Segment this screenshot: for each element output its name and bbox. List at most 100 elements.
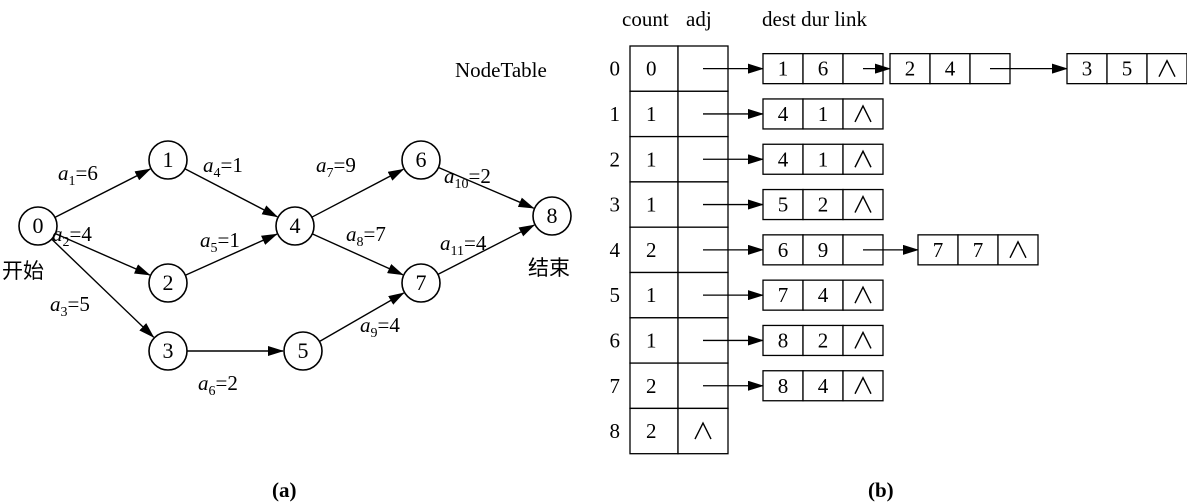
edge-node-field: [762, 143, 804, 175]
end-label: 结束: [528, 256, 570, 280]
header-count: count: [622, 7, 669, 31]
edge-dest: 2: [905, 57, 916, 81]
caption-b: (b): [868, 478, 894, 502]
edge-dur: 2: [818, 193, 829, 217]
edge-label-5-7: a9=4: [360, 313, 400, 341]
edge-label-7-8: a11=4: [440, 231, 487, 259]
edge-node-field: [762, 324, 804, 357]
edge-node-field: [1106, 53, 1148, 85]
edge-node-field: [929, 53, 971, 85]
edge-dest: 3: [1082, 57, 1093, 81]
null-symbol: [854, 104, 872, 123]
edge-node-field: [802, 143, 844, 175]
graph-node-2: 2: [148, 263, 188, 303]
graph-node-label: 1: [163, 147, 174, 172]
edge-dur: 1: [818, 147, 829, 171]
graph-node-8: 8: [532, 196, 572, 236]
edge-0-3: [51, 238, 155, 338]
edge-node-field: [842, 279, 884, 311]
count-value: 1: [646, 102, 657, 126]
graph-nodes: 0 1 2 3 4 5 6 7 8: [18, 140, 572, 371]
edge-node-field: [889, 53, 931, 85]
count-cell: [629, 271, 679, 319]
graph-node-label: 2: [163, 270, 174, 295]
row-index: 0: [610, 57, 621, 81]
edge-node-field: [917, 234, 959, 266]
count-value: 0: [646, 57, 657, 81]
row-index: 7: [610, 374, 621, 398]
null-symbol: [854, 194, 872, 213]
count-cell: [629, 407, 679, 455]
null-symbol: [1158, 59, 1176, 77]
start-label: 开始: [2, 259, 44, 283]
graph-node-4: 4: [275, 206, 315, 246]
row-index: 5: [610, 283, 621, 307]
null-symbol: [854, 330, 872, 349]
count-value: 2: [646, 238, 657, 262]
graph-node-label: 7: [416, 270, 427, 295]
graph-node-label: 0: [33, 213, 44, 238]
edge-label-0-3: a3=5: [50, 292, 90, 320]
edge-dest: 4: [778, 147, 789, 171]
edge-dur: 2: [818, 328, 829, 352]
header-adj: adj: [686, 7, 712, 31]
graph-node-label: 3: [163, 338, 174, 363]
edge-node-field: [802, 370, 844, 402]
null-symbol: [854, 285, 872, 304]
null-symbol: [854, 376, 872, 395]
edge-label-0-2: a2=4: [52, 222, 92, 250]
edge-dur: 5: [1122, 57, 1133, 81]
edge-label-1-4: a4=1: [203, 153, 243, 181]
adj-cell: [677, 407, 729, 455]
edge-dur: 4: [945, 57, 956, 81]
edge-label-2-4: a5=1: [200, 228, 240, 256]
edge-dest: 5: [778, 193, 789, 217]
graph-edge-labels: a1=6a2=4a3=5a4=1a5=1a6=2a7=9a8=7a9=4a10=…: [50, 153, 491, 399]
graph-node-label: 5: [298, 338, 309, 363]
edge-dur: 1: [818, 102, 829, 126]
edge-node-field: [802, 234, 844, 266]
row-index: 4: [610, 238, 621, 262]
graph-node-0: 0: [18, 206, 58, 246]
edge-dest: 8: [778, 328, 789, 352]
count-value: 1: [646, 193, 657, 217]
edge-0-2: [55, 232, 151, 276]
edge-dur: 7: [973, 238, 984, 262]
row-index: 1: [610, 102, 621, 126]
count-cell: [629, 45, 679, 92]
edge-dur: 9: [818, 238, 829, 262]
graph-node-label: 6: [416, 147, 427, 172]
edge-dur: 4: [818, 283, 829, 307]
edge-6-8: [438, 166, 535, 209]
count-value: 1: [646, 328, 657, 352]
edge-label-4-6: a7=9: [316, 153, 356, 181]
header-dest-dur-link: dest dur link: [762, 7, 867, 31]
graph-node-1: 1: [148, 140, 188, 180]
count-cell: [629, 181, 679, 228]
count-value: 2: [646, 419, 657, 443]
edge-node-field: [802, 279, 844, 311]
edge-0-1: [54, 168, 152, 219]
edge-2-4: [185, 233, 278, 276]
null-symbol: [1009, 240, 1027, 259]
edge-dest: 7: [933, 238, 944, 262]
row-index: 6: [610, 328, 621, 352]
edge-node-field: [842, 324, 884, 357]
edge-dest: 6: [778, 238, 789, 262]
